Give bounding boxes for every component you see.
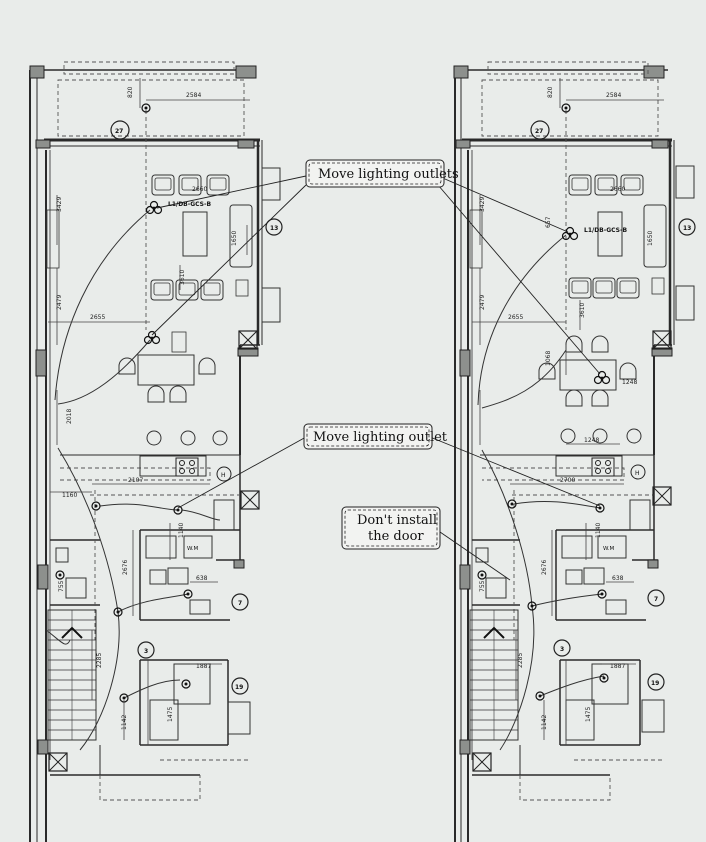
right-plan-walls [454,69,675,842]
right-dim-kitchen-width: 1248 [584,437,599,444]
left-dim-corridor-v: 2676 [122,560,129,575]
right-dim-top-height: 820 [547,86,554,98]
right-dim-corridor-v: 2676 [541,560,548,575]
left-marker-7: 7 [238,600,242,607]
left-dim-stair-bottom: 1142 [121,715,128,730]
right-marker-27: 27 [535,128,543,135]
right-dimension-lines [472,78,664,745]
left-plan-walls [29,69,263,842]
left-dim-bath-width: 638 [196,575,208,582]
right-dim-lower-width: 1887 [610,663,625,670]
right-dim-stair-bottom: 1142 [541,715,548,730]
left-wiring [45,209,221,751]
left-dim-lower-v: 1475 [167,707,174,722]
right-section-markers [530,120,696,691]
right-wiring [477,234,605,751]
callout-move-lighting-outlet-text: Move lighting outlet [313,430,448,445]
right-dim-top-width: 2584 [606,92,621,99]
right-dim-v-small: 657 [545,216,552,228]
callout-dont-install-door: Don't install the door [341,506,441,550]
callout-move-lighting-outlet: Move lighting outlet [303,423,448,450]
callout-door-line-2: the door [368,529,424,544]
right-dim-lower-v: 1475 [585,707,592,722]
left-external-elements [227,167,281,735]
right-marker-19: 19 [651,680,659,687]
left-dim-sofa-width: 2660 [192,186,207,193]
right-dim-dining-width: 2655 [508,314,523,321]
right-dim-dining-v: 1068 [545,351,552,366]
right-dim-wash-v: 1140 [595,523,602,538]
right-marker-13: 13 [683,225,691,232]
left-marker-13: 13 [270,225,278,232]
left-dim-tv: 1650 [231,231,238,246]
right-h-circle [630,464,646,480]
left-dim-dining-v: 2018 [66,409,73,424]
left-dim-living-v: 2479 [56,295,63,310]
left-circuit-label: L1/DB-GCS-B [168,201,211,208]
right-dim-wc-v: 755 [479,580,486,592]
left-dining-furniture [118,354,228,477]
right-dim-v-center: 3610 [579,303,586,318]
left-dim-entry-width: 1160 [62,492,77,499]
left-service-fixtures [55,499,235,741]
right-plan-dashed-lines [481,61,664,801]
left-dim-hall-width: 2107 [128,477,143,484]
right-dim-bath-width: 638 [612,575,624,582]
callout-leader-lines [151,175,601,581]
left-h-circle [216,466,232,482]
right-marker-7: 7 [654,596,658,603]
right-dim-hall-width: 2700 [560,477,575,484]
right-h-label: H [635,470,640,477]
left-h-label: H [221,472,226,479]
callout-move-lighting-outlets-text: Move lighting outlets [318,167,459,182]
left-plan-columns [29,65,259,755]
right-dim-stair-v: 2285 [517,653,524,668]
left-dim-wall-v: 3429 [56,197,63,212]
right-circuit-label: L1/DB-GCS-B [584,227,627,234]
right-plan-columns [453,65,673,755]
left-dim-lower-width: 1887 [196,663,211,670]
left-dim-top-width: 2584 [186,92,201,99]
left-floor-plan: 2584 820 2660 3429 1650 3610 2479 2655 2… [29,61,283,842]
callout-door-line-1: Don't install [357,513,437,528]
left-dim-dining-width: 2655 [90,314,105,321]
left-dimension-lines [48,78,250,745]
left-marker-19: 19 [235,684,243,691]
right-washing-machine-label: W.M [603,546,615,552]
left-marker-3: 3 [144,648,148,655]
right-dim-sofa-width: 2660 [610,186,625,193]
right-floor-plan: 2584 820 2660 3429 1650 657 3610 2479 26… [453,61,696,842]
left-living-furniture [46,174,253,353]
right-dim-living-v: 2479 [479,295,486,310]
left-dim-top-height: 820 [127,86,134,98]
left-dim-stair-v: 2285 [96,653,103,668]
right-dim-tv: 1650 [647,231,654,246]
left-dim-wash-v: 1140 [178,523,185,538]
right-dim-wall-v: 3429 [479,197,486,212]
right-external-elements [641,165,695,733]
right-marker-3: 3 [560,646,564,653]
left-section-markers [110,120,283,695]
right-living-furniture [469,174,667,299]
left-marker-27: 27 [115,128,123,135]
left-dim-v-center: 3610 [179,270,186,285]
left-dim-wc-v: 755 [58,580,65,592]
left-plan-dashed-lines [57,61,250,801]
left-washing-machine-label: W.M [187,546,199,552]
right-dim-small-width: 1248 [622,379,637,386]
callout-move-lighting-outlets: Move lighting outlets [305,159,459,188]
